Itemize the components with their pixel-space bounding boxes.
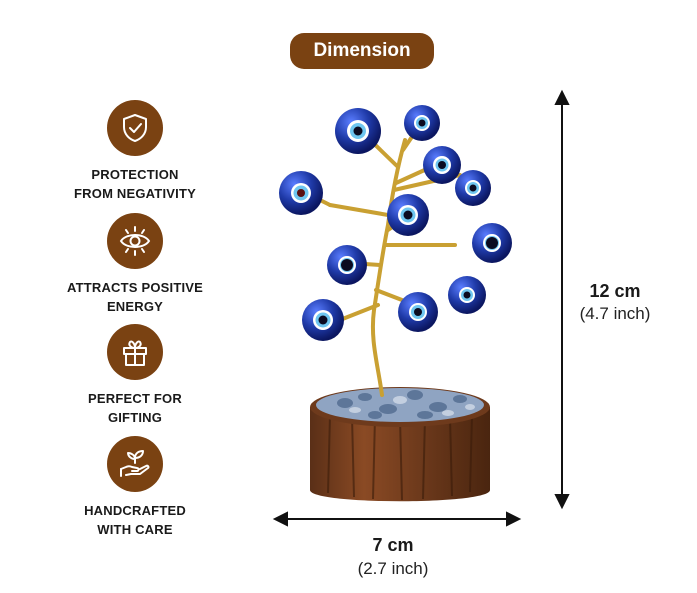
feature-label: HANDCRAFTED WITH CARE [55, 501, 215, 539]
feature-label: ATTRACTS POSITIVE ENERGY [55, 278, 215, 316]
width-imperial: (2.7 inch) [357, 559, 429, 578]
feature-label-line: PROTECTION [91, 167, 179, 182]
feature-handcrafted: HANDCRAFTED WITH CARE [55, 436, 215, 539]
eye-icon [107, 213, 163, 269]
feature-label-line: HANDCRAFTED [84, 503, 186, 518]
height-metric: 12 cm [589, 281, 641, 301]
height-label: 12 cm (4.7 inch) [560, 280, 670, 326]
width-arrow-head-right [506, 511, 522, 527]
evil-eye-beads [279, 105, 512, 341]
feature-label-line: ENERGY [106, 299, 164, 314]
gift-icon [107, 324, 163, 380]
width-label: 7 cm (2.7 inch) [338, 534, 448, 582]
wooden-pot [310, 387, 490, 502]
feature-label: PERFECT FOR GIFTING [55, 389, 215, 427]
feature-label: PROTECTION FROM NEGATIVITY [55, 165, 215, 203]
feature-label-line: ATTRACTS POSITIVE [66, 280, 204, 295]
feature-label-line: WITH CARE [97, 522, 173, 537]
width-metric: 7 cm [372, 535, 414, 555]
width-arrow-head-left [272, 511, 288, 527]
feature-label-line: PERFECT FOR [88, 391, 182, 406]
height-imperial: (4.7 inch) [579, 304, 651, 323]
height-arrow-head-top [554, 89, 570, 105]
height-arrow-head-bottom [554, 494, 570, 510]
feature-protection: PROTECTION FROM NEGATIVITY [55, 100, 215, 203]
feature-gifting: PERFECT FOR GIFTING [55, 324, 215, 427]
feature-label-line: GIFTING [107, 410, 163, 425]
feature-label-line: FROM NEGATIVITY [74, 186, 196, 201]
evil-eye-tree-image [279, 105, 512, 502]
feature-positive-energy: ATTRACTS POSITIVE ENERGY [55, 213, 215, 316]
shield-check-icon [107, 100, 163, 156]
dimension-title: Dimension [290, 33, 434, 69]
hand-plant-icon [107, 436, 163, 492]
